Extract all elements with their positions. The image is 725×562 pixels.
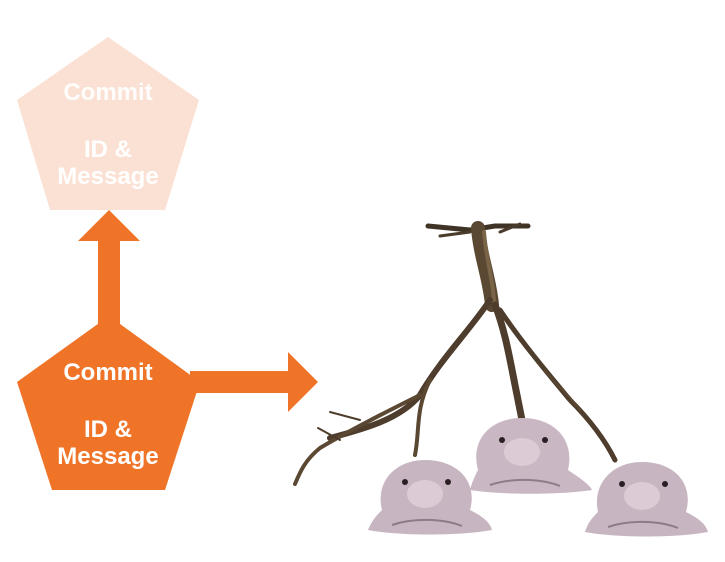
tree-root-icon [293,221,618,486]
commit-pentagon [17,316,200,490]
commit-title: Commit [63,359,153,386]
commit-message-label: Message [57,443,159,470]
blobfish-icon [585,462,708,537]
blobfish-icon [368,460,492,535]
parent-commit-message-label: Message [57,163,159,190]
parent-arrow [78,210,140,328]
parent-commit-pentagon [17,37,199,210]
parent-commit-id-label: ID & [84,136,132,163]
parent-commit-title: Commit [63,79,153,106]
blobfish-icon [470,418,592,494]
tree-arrow [190,352,318,412]
commit-id-label: ID & [84,416,132,443]
